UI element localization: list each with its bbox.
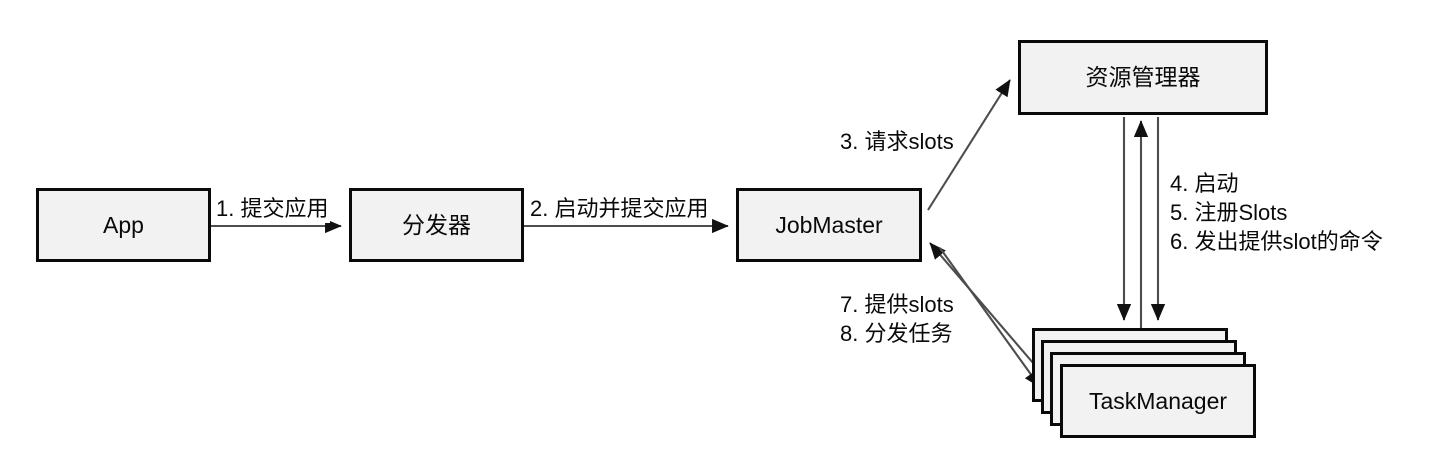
node-dispatcher-label: 分发器	[402, 211, 471, 238]
edge-label-8: 8. 分发任务	[838, 320, 955, 349]
edge-label-7: 7. 提供slots	[838, 291, 956, 320]
node-taskmanager[interactable]: TaskManager	[1060, 364, 1256, 438]
edge-3-jobmaster-to-resourcemanager	[927, 79, 1011, 211]
node-resource-manager[interactable]: 资源管理器	[1018, 40, 1268, 115]
node-app[interactable]: App	[36, 188, 211, 262]
edge-label-2: 2. 启动并提交应用	[528, 195, 711, 224]
edge-8-jobmaster-to-taskmanager	[939, 247, 1041, 388]
node-resource-manager-label: 资源管理器	[1085, 64, 1201, 90]
node-app-label: App	[103, 211, 144, 238]
edge-label-1: 1. 提交应用	[214, 195, 331, 224]
node-taskmanager-label: TaskManager	[1088, 387, 1228, 414]
edge-7-taskmanager-to-jobmaster	[929, 242, 1047, 379]
node-jobmaster-label: JobMaster	[775, 211, 883, 238]
node-dispatcher[interactable]: 分发器	[349, 188, 524, 262]
edge-label-5: 5. 注册Slots	[1168, 199, 1290, 228]
node-jobmaster[interactable]: JobMaster	[736, 188, 922, 262]
edge-label-6: 6. 发出提供slot的命令	[1168, 228, 1385, 257]
edge-label-3: 3. 请求slots	[838, 128, 956, 157]
edge-label-4: 4. 启动	[1168, 170, 1241, 199]
